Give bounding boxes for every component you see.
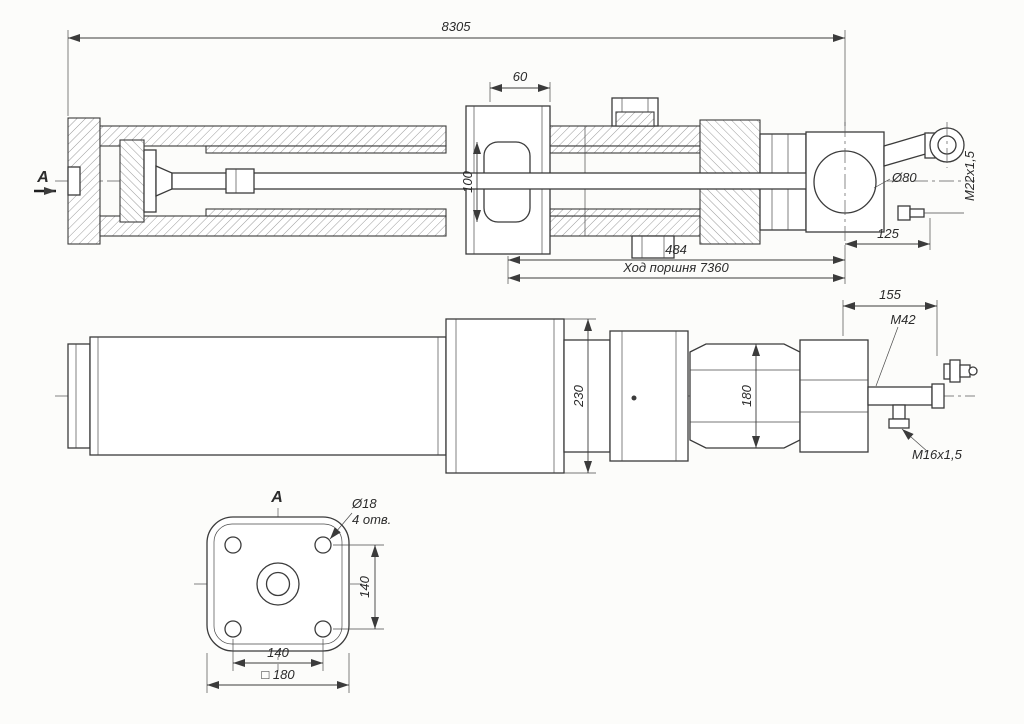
spacing-vertical-text: 140 bbox=[357, 575, 372, 597]
piston-rod-assembly bbox=[171, 168, 813, 194]
piston bbox=[119, 139, 173, 223]
head-length-text: 484 bbox=[665, 242, 687, 257]
eye-length-text: 125 bbox=[877, 226, 899, 241]
port-elbow bbox=[888, 404, 910, 429]
dim-rod-thread: M42 bbox=[875, 312, 916, 387]
cut-label: A bbox=[36, 169, 49, 186]
mount-block bbox=[445, 318, 565, 474]
section-view: A 8305 60 100 Ø80 M22x1,5 bbox=[34, 19, 977, 284]
center-boss bbox=[256, 562, 300, 606]
window-height-text: 100 bbox=[460, 170, 475, 192]
barrel-outside bbox=[67, 336, 447, 456]
grease-fitting bbox=[943, 359, 978, 383]
port-thread-text: M16x1,5 bbox=[912, 447, 963, 462]
external-view: 155 M42 230 180 M16x1,5 bbox=[55, 287, 978, 474]
rod-thread-text: M42 bbox=[890, 312, 916, 327]
rod-eye bbox=[805, 122, 965, 248]
eye-bore-text: Ø80 bbox=[891, 170, 917, 185]
view-label: A bbox=[270, 489, 283, 506]
dim-flange-size: □ 180 bbox=[206, 653, 350, 693]
dim-eye-length: 125 bbox=[845, 218, 931, 250]
pin-thread-text: M22x1,5 bbox=[962, 150, 977, 201]
dim-nut-height: 180 bbox=[739, 344, 760, 448]
dim-port-thread: M16x1,5 bbox=[901, 428, 963, 462]
bolt-holes bbox=[224, 536, 332, 638]
dim-head-length: 484 bbox=[507, 242, 846, 284]
dim-guide-width: 60 bbox=[489, 69, 551, 102]
hole-count-text: 4 отв. bbox=[352, 512, 391, 527]
dim-hole-diameter: Ø18 4 отв. bbox=[329, 496, 391, 540]
flange-size-text: □ 180 bbox=[261, 667, 295, 682]
piston-stroke-text: Ход поршня 7360 bbox=[622, 260, 729, 275]
nut-height-text: 180 bbox=[739, 384, 754, 406]
barrel-walls bbox=[99, 125, 701, 237]
rod-end-housing bbox=[799, 339, 869, 453]
hole-diameter-text: Ø18 bbox=[351, 496, 377, 511]
guide-width-text: 60 bbox=[513, 69, 528, 84]
rear-cap bbox=[67, 117, 101, 245]
rod-outside bbox=[867, 383, 945, 409]
pin-fitting bbox=[897, 205, 911, 221]
dim-rod-end-length: 155 bbox=[842, 287, 938, 356]
section-cut-mark: A bbox=[34, 169, 56, 195]
dim-window-height: 100 bbox=[460, 142, 481, 222]
dim-eye-bore: Ø80 bbox=[873, 170, 917, 189]
port-fittings bbox=[611, 97, 675, 259]
port-dot bbox=[631, 395, 637, 401]
end-view: A Ø18 4 отв. 140 bbox=[194, 489, 391, 693]
dim-spacing-horizontal: 140 bbox=[232, 639, 324, 671]
dim-piston-stroke: Ход поршня 7360 bbox=[508, 260, 845, 282]
dim-block-height: 230 bbox=[564, 318, 596, 474]
gland-collar bbox=[609, 330, 689, 462]
dim-overall-length: 8305 bbox=[67, 19, 846, 126]
spacing-horizontal-text: 140 bbox=[267, 645, 289, 660]
rod-end-length-text: 155 bbox=[879, 287, 901, 302]
overall-length-text: 8305 bbox=[442, 19, 472, 34]
dim-pin-thread: M22x1,5 bbox=[924, 150, 977, 214]
block-height-text: 230 bbox=[571, 384, 586, 407]
dim-spacing-vertical: 140 bbox=[333, 544, 384, 630]
